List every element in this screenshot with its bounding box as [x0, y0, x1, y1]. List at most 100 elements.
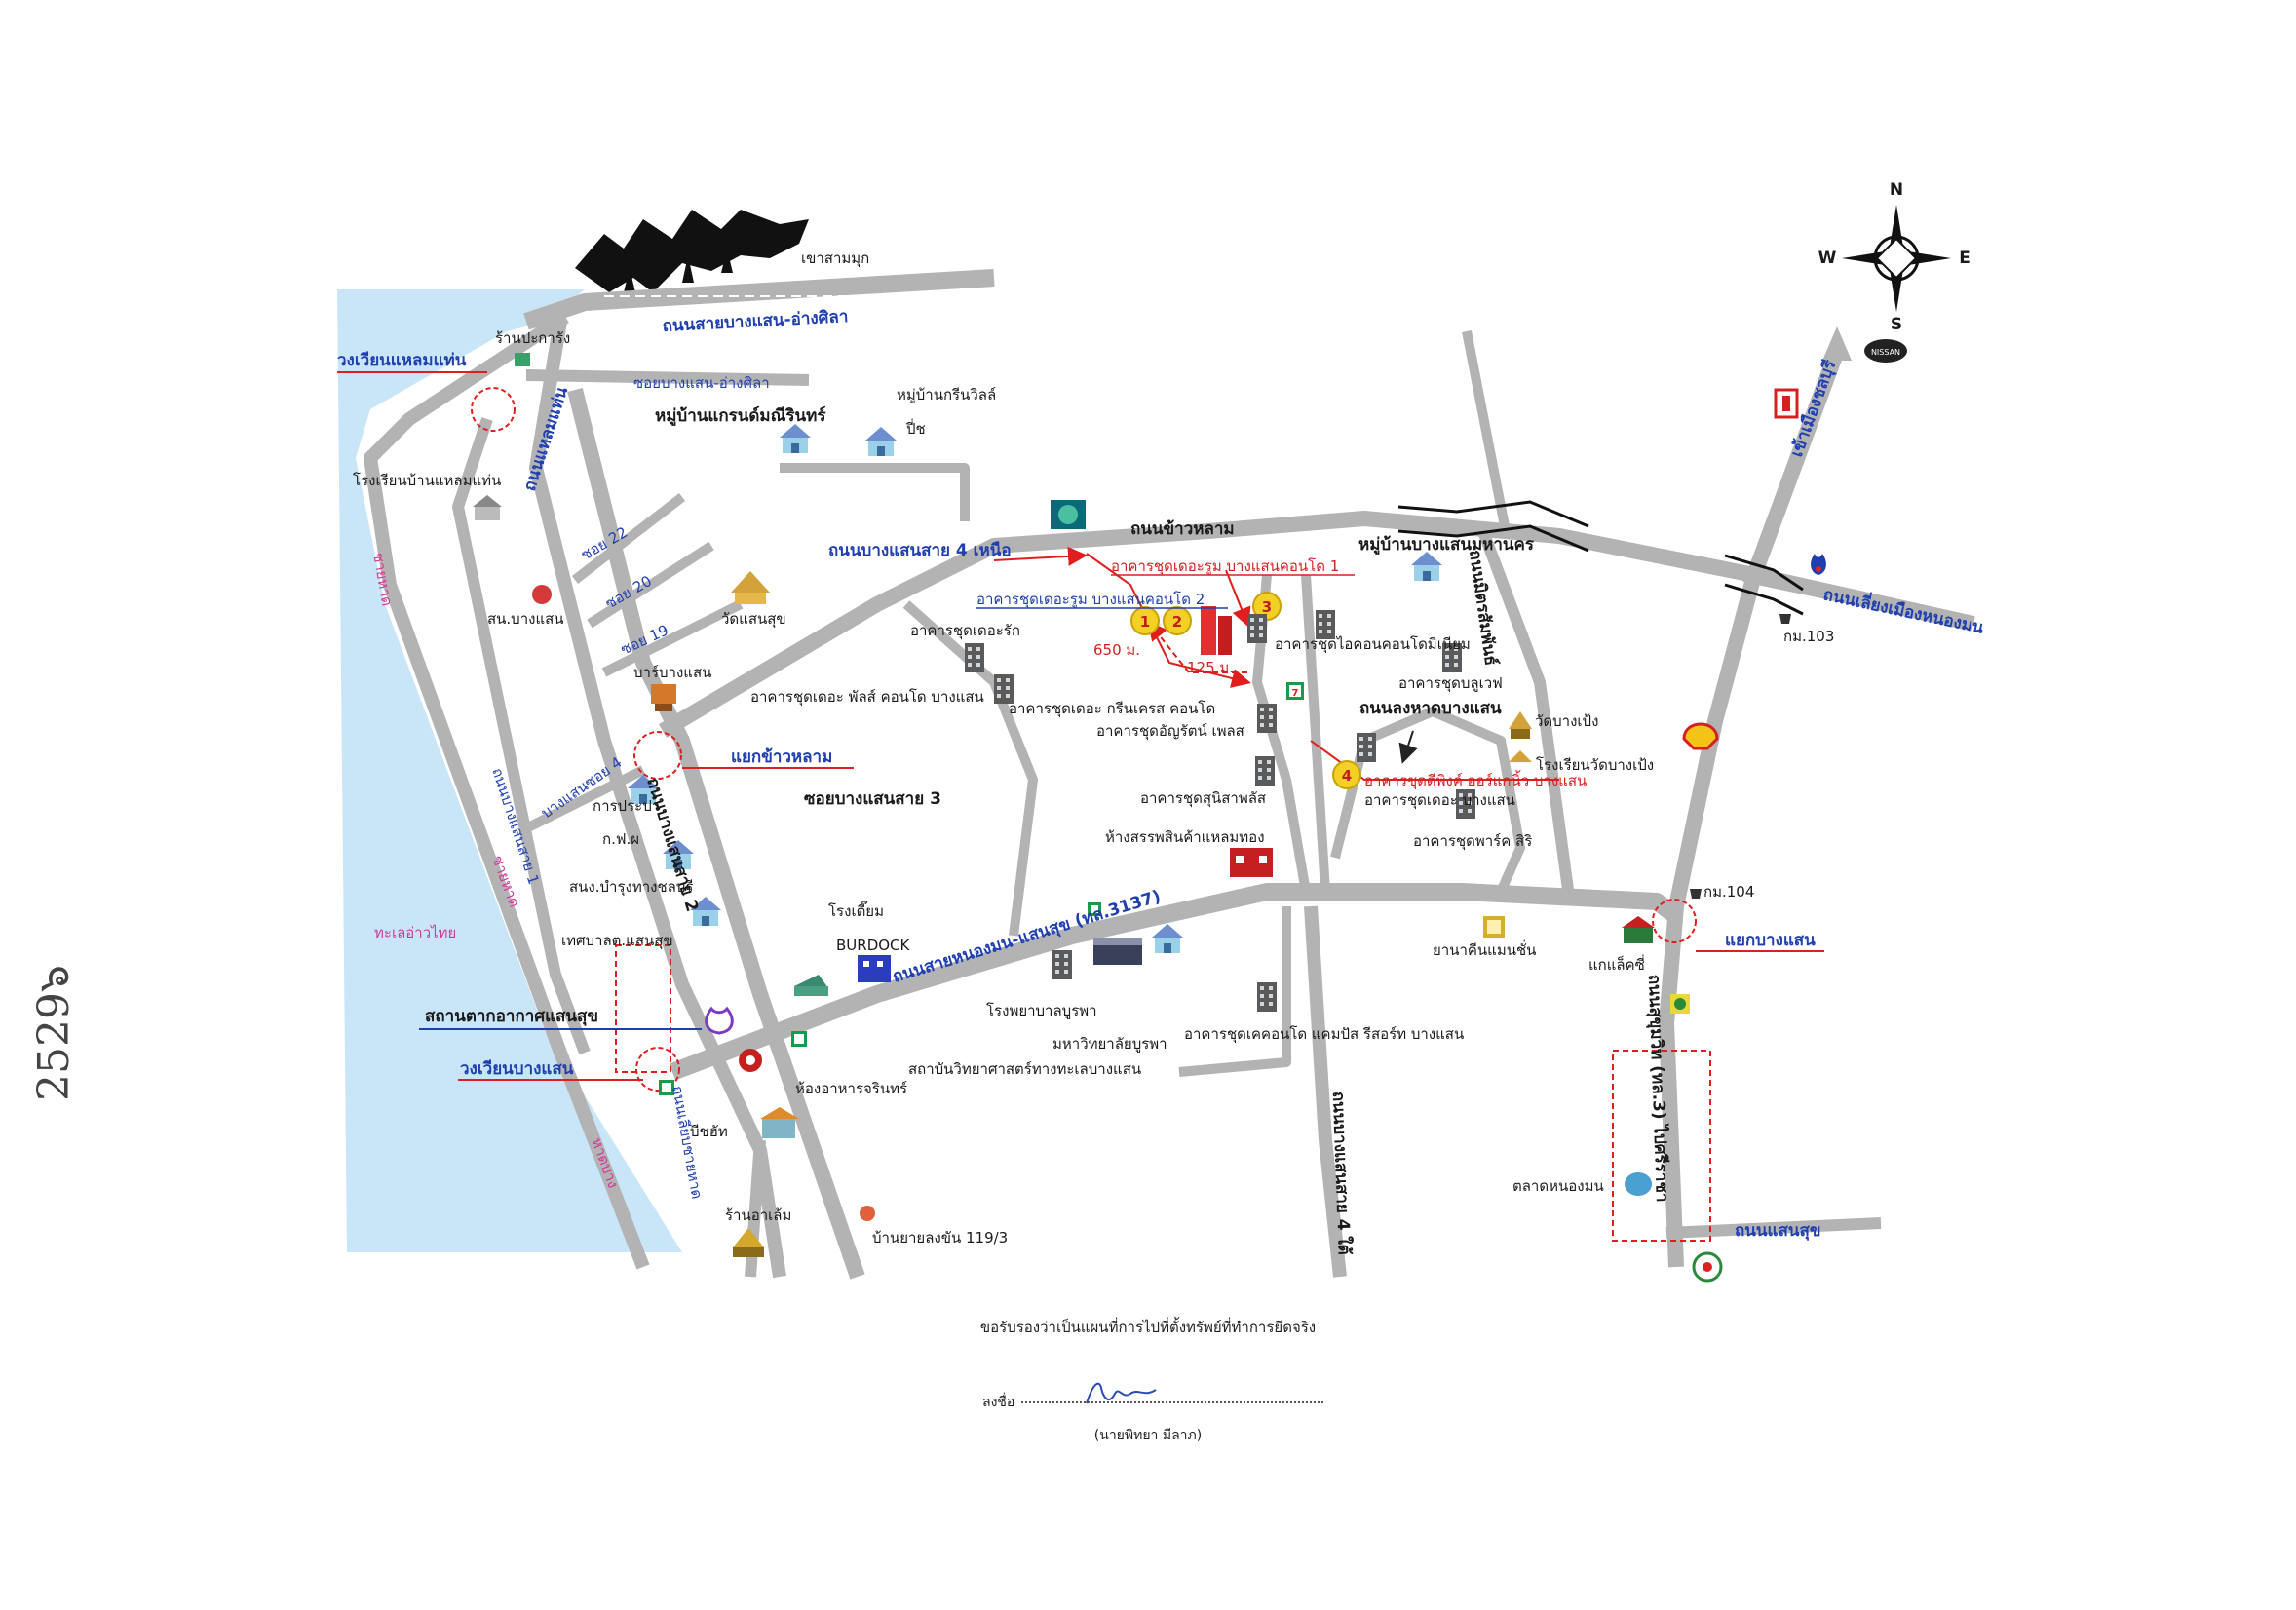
label-univ: มหาวิทยาลัยบูรพา — [1052, 1035, 1167, 1053]
marker-3-label: 3 — [1262, 598, 1272, 616]
sea-area — [337, 289, 682, 1252]
label-burdock: BURDOCK — [836, 937, 911, 954]
label-km103: กม.103 — [1783, 628, 1834, 645]
certification-statement: ขอรับรองว่าเป็นแผนที่การไปที่ตั้งทรัพย์ท… — [979, 1319, 1317, 1336]
label-grand-village: หมู่บ้านแกรนด์มณีรินทร์ — [655, 405, 826, 427]
road-label-rim-hat: ถนนเลียบชายหาด — [669, 1085, 706, 1201]
shop-pakarang-icon — [515, 353, 530, 366]
beach-hut-icon — [760, 1107, 799, 1138]
label-mahanakorn: หมู่บ้านบางแสนมหานคร — [1358, 535, 1535, 556]
label-km104: กม.104 — [1703, 883, 1754, 901]
label-water-auth: การประปา — [593, 797, 660, 815]
mall-icon — [1230, 848, 1273, 877]
yana-icon — [1483, 916, 1505, 938]
bridge-kaolam — [1397, 500, 1589, 553]
market-icon — [1625, 1172, 1652, 1196]
label-beach-hut: บีชฮัท — [690, 1123, 728, 1140]
label-green-ville: หมู่บ้านกรีนวิลล์ — [897, 386, 996, 403]
label-bangsaen-junction: แยกบางแสน — [1725, 931, 1816, 950]
label-park-siri: อาคารชุดพาร์ค สิริ — [1413, 832, 1532, 851]
condo-anyarat-icon — [1257, 704, 1277, 733]
compass-rose: N S E W — [1818, 180, 1971, 334]
road-label-bangsaen4-north: ถนนบางแสนสาย 4 เหนือ — [828, 540, 1012, 560]
road-label-top: ถนนสายบางแสน-อ่างศิลา — [662, 307, 849, 336]
road-label-kao-lam: ถนนข้าวหลาม — [1130, 519, 1235, 539]
label-marine-inst: สถาบันวิทยาศาสตร์ทางทะเลบางแสน — [908, 1060, 1141, 1078]
univ-icon — [1093, 938, 1142, 965]
seven-eleven-icon-3 — [659, 1080, 674, 1095]
road-label-longhaad: ถนนลงหาดบางแสน — [1359, 699, 1502, 718]
label-bang-peng-school: โรงเรียนวัดบางเป้ง — [1536, 756, 1654, 774]
marker-1: 1 — [1130, 606, 1160, 635]
label-yana: ยานาคีนแมนชั่น — [1433, 939, 1536, 959]
label-dmall: ห้างสรรพสินค้าแหลมทอง — [1105, 828, 1265, 846]
label-anyarat: อาคารชุดอัญรัตน์ เพลส — [1096, 722, 1244, 741]
label-dist-125: 125 ม. — [1187, 659, 1234, 676]
marker-1-label: 1 — [1140, 613, 1150, 631]
road-label-soi-angsila: ซอยบางแสน-อ่างศิลา — [633, 374, 770, 392]
village-grand-house-icon — [780, 424, 811, 453]
condo-kc-icon — [1257, 982, 1277, 1012]
condo-icon-3 — [1247, 614, 1267, 643]
label-the-rak: อาคารชุดเดอะรัก — [910, 622, 1020, 640]
label-laemthaen-school: โรงเรียนบ้านแหลมแท่น — [353, 472, 501, 489]
compass-s: S — [1891, 315, 1902, 334]
label-police: สน.บางแสน — [487, 610, 564, 628]
condo-dpink-icon — [1357, 733, 1376, 762]
marker-4-label: 4 — [1342, 767, 1352, 785]
school-icon — [473, 495, 502, 520]
label-bar-bangsaen: บาร์บางแสน — [633, 664, 711, 681]
marker-2-label: 2 — [1172, 613, 1182, 631]
ban-yai-icon — [860, 1206, 875, 1221]
burdock-icon — [858, 955, 891, 982]
label-saensuk-municipality: เทศบาลต.แสนสุข — [561, 932, 673, 950]
signature-line — [1021, 1401, 1323, 1403]
seven-eleven-icon: 7 — [1286, 682, 1304, 700]
label-mountain: เขาสามมุก — [801, 249, 869, 268]
condo-the-rak-icon — [965, 643, 984, 672]
nissan-badge: NISSAN — [1864, 339, 1907, 363]
road-network — [364, 269, 1975, 1280]
label-bluewave: อาคารชุดบลูเวฟ — [1398, 674, 1503, 693]
market-box — [1612, 1050, 1711, 1242]
sign-prefix: ลงชื่อ — [982, 1395, 1015, 1410]
shell-icon — [1682, 722, 1719, 750]
label-nong-mon-market: ตลาดหนองมน — [1512, 1177, 1604, 1195]
road-label-bypass: ถนนเลี่ยงเมืองหนองมน — [1821, 582, 1986, 637]
condo-sunisa-icon — [1255, 756, 1275, 786]
signer-name: (นายพิทยา มีลาภ) — [1093, 1428, 1203, 1443]
label-icon-condo: อาคารชุดไอคอนคอนโดมิเนียม — [1275, 635, 1471, 654]
label-ran-a-lerm: ร้านอาเล้ม — [725, 1207, 791, 1224]
label-the-bangsaen: อาคารชุดเดอะ บางแสน — [1364, 791, 1515, 810]
km104-icon — [1690, 889, 1702, 899]
label-wat-bang-peng: วัดบางเป้ง — [1535, 712, 1598, 730]
label-rong-tiam: โรงเตี๊ยม — [828, 901, 884, 920]
marker-3: 3 — [1252, 592, 1282, 621]
label-wat-saensuk: วัดแสนสุข — [721, 610, 786, 629]
label-green-ville2: ปี่ช — [905, 418, 926, 438]
road-label-soi-bangsaen3: ซอยบางแสนสาย 3 — [804, 789, 941, 809]
road-label-saensuk: ถนนแสนสุข — [1735, 1221, 1821, 1241]
label-laemthaen-circle: วงเวียนแหลมแท่น — [337, 350, 467, 370]
label-subject-2: อาคารชุดเดอะรูม บางแสนคอนโด 2 — [976, 591, 1205, 609]
label-kc-condo: อาคารชุดเคคอนโด แคมปัส รีสอร์ท บางแสน — [1184, 1025, 1464, 1044]
label-subject-1: อาคารชุดเดอะรูม บางแสนคอนโด 1 — [1111, 557, 1339, 576]
label-sanong-chonburi: สนง.บำรุงทางชลบุรี — [569, 878, 693, 897]
north-arrow-icon — [1822, 326, 1852, 361]
bar-icon — [651, 684, 676, 711]
police-icon — [532, 585, 552, 604]
route-to-subject — [1147, 620, 1247, 673]
subject-building-icon — [1201, 606, 1232, 655]
km-icon — [1779, 614, 1791, 624]
rong-tiam-icon — [794, 975, 828, 996]
galaxy-station-icon — [1622, 916, 1655, 943]
bank-icon — [1774, 388, 1799, 419]
label-the-plus: อาคารชุดเดอะ พัลส์ คอนโด บางแสน — [750, 688, 984, 707]
svg-text:7: 7 — [1292, 688, 1299, 699]
ran-a-lerm-icon — [733, 1228, 764, 1257]
weather-station-icon — [705, 1006, 734, 1035]
label-pakarang: ร้านปะการัง — [495, 329, 570, 347]
compass-n: N — [1890, 180, 1903, 200]
seven-eleven-icon-2 — [791, 1031, 807, 1047]
